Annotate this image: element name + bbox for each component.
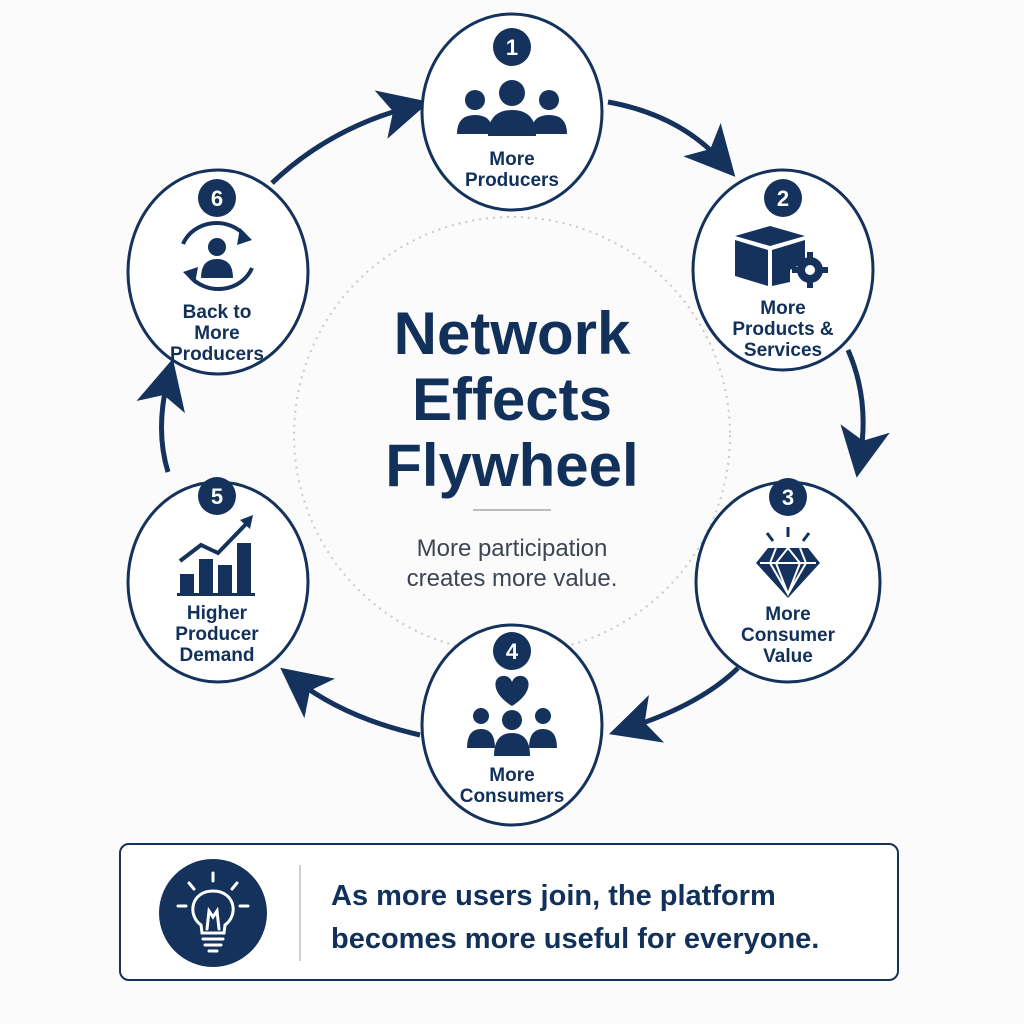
diamond-icon — [756, 527, 820, 598]
arrow-2-to-3 — [840, 348, 890, 478]
step-6-label: Back to More Producers — [170, 302, 264, 365]
step-number: 6 — [211, 186, 223, 211]
step-number-badge — [198, 179, 236, 217]
arrow-1-to-2 — [607, 99, 736, 177]
growth-chart-icon — [177, 515, 255, 596]
step-number-badge — [764, 179, 802, 217]
title-line-3: Flywheel — [385, 432, 639, 499]
step-number-badge — [493, 28, 531, 66]
people-group-icon — [457, 80, 567, 136]
insight-callout: As more users join, the platform becomes… — [119, 843, 899, 981]
step-node-6: 6 — [126, 168, 310, 376]
lightbulb-icon — [159, 859, 267, 967]
callout-divider — [299, 865, 301, 961]
flywheel-svg: 1 2 — [126, 12, 890, 827]
arrow-5-to-6 — [136, 358, 185, 473]
inner-guide-circle — [293, 216, 731, 654]
step-node-4: 4 — [420, 623, 604, 827]
callout-text-line-1: As more users join, the platform — [331, 880, 776, 912]
people-heart-icon — [467, 675, 557, 756]
step-node-1: 1 — [420, 12, 604, 212]
arrow-3-to-4 — [608, 666, 740, 743]
step-node-3: 3 — [694, 478, 882, 684]
step-2-label: More Products & Services — [732, 298, 834, 361]
step-number: 5 — [211, 484, 223, 509]
step-node-5: 5 — [126, 477, 310, 684]
title-divider — [473, 509, 551, 511]
step-number-badge — [493, 632, 531, 670]
step-node-2: 2 — [691, 168, 875, 372]
title-line-1: Network — [393, 300, 631, 367]
subtitle-line-2: creates more value. — [406, 565, 618, 592]
arrow-6-to-1 — [270, 90, 430, 185]
step-number: 2 — [777, 186, 789, 211]
step-number-badge — [769, 478, 807, 516]
title-line-2: Effects — [411, 366, 613, 433]
cycle-person-icon — [181, 220, 254, 292]
step-1-label: More Producers — [465, 149, 559, 191]
step-number: 1 — [506, 35, 518, 60]
arrow-4-to-5 — [280, 667, 421, 738]
step-3-label: More Consumer Value — [741, 604, 835, 667]
step-number-badge — [198, 477, 236, 515]
step-4-label: More Consumers — [459, 765, 565, 807]
step-number: 4 — [506, 639, 519, 664]
callout-text-line-2: becomes more useful for everyone. — [331, 923, 820, 955]
step-number: 3 — [782, 485, 794, 510]
subtitle-line-1: More participation — [416, 535, 608, 562]
step-5-label: Higher Producer Demand — [175, 603, 259, 666]
box-gear-icon — [735, 226, 828, 288]
